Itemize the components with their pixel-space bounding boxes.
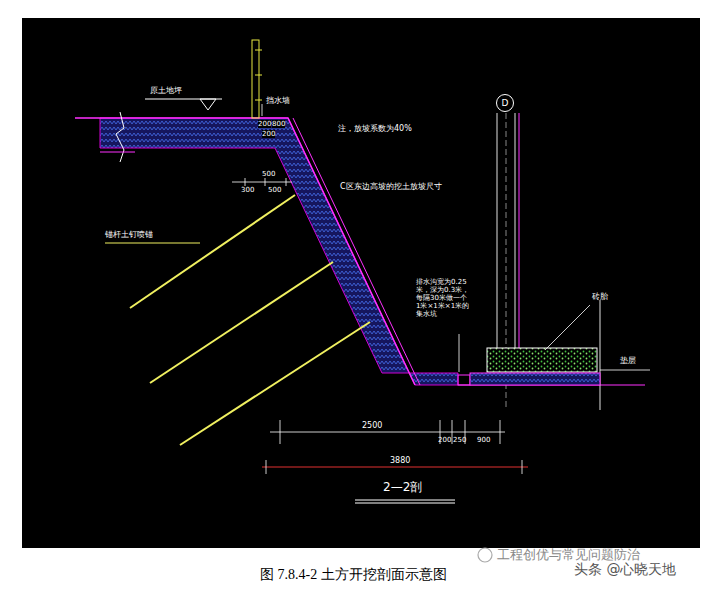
dimension: 3880	[390, 456, 410, 465]
axis-label: D	[502, 99, 509, 108]
dimension: 250	[453, 436, 466, 444]
annotation: C区东边高坡的挖土放坡尺寸	[340, 182, 442, 191]
dimension: 500	[262, 170, 275, 178]
dimension: 300	[241, 186, 254, 194]
section-title: 2—2剖	[383, 481, 422, 495]
annotation: 垫层	[620, 356, 636, 365]
watermark: 工程创优与常见问题防治	[497, 548, 640, 563]
dimension: 2500	[362, 421, 382, 430]
dimension: 900	[477, 436, 490, 444]
watermark: 头条 @心晓天地	[574, 561, 676, 577]
dimension: 200	[438, 436, 451, 444]
axis-circle: D	[496, 94, 514, 112]
annotation: 挡水墙	[266, 96, 290, 105]
figure-caption: 图 7.8.4-2 土方开挖剖面示意图	[260, 567, 447, 583]
annotation: 砖胎	[592, 292, 608, 301]
dimension: 200	[262, 130, 275, 138]
annotation: 原土地坪	[150, 86, 182, 95]
annotation: 注，放坡系数为40%	[338, 124, 412, 133]
dimension: 200	[258, 120, 271, 128]
annotation: 排水沟宽为0.25米，深为0.3米，每隔30米做一个1米×1米×1米的集水坑	[416, 278, 470, 318]
annotation: 锚杆土钉喷锚	[105, 230, 153, 239]
dimension: 500	[268, 186, 281, 194]
dimension: 800	[272, 120, 285, 128]
